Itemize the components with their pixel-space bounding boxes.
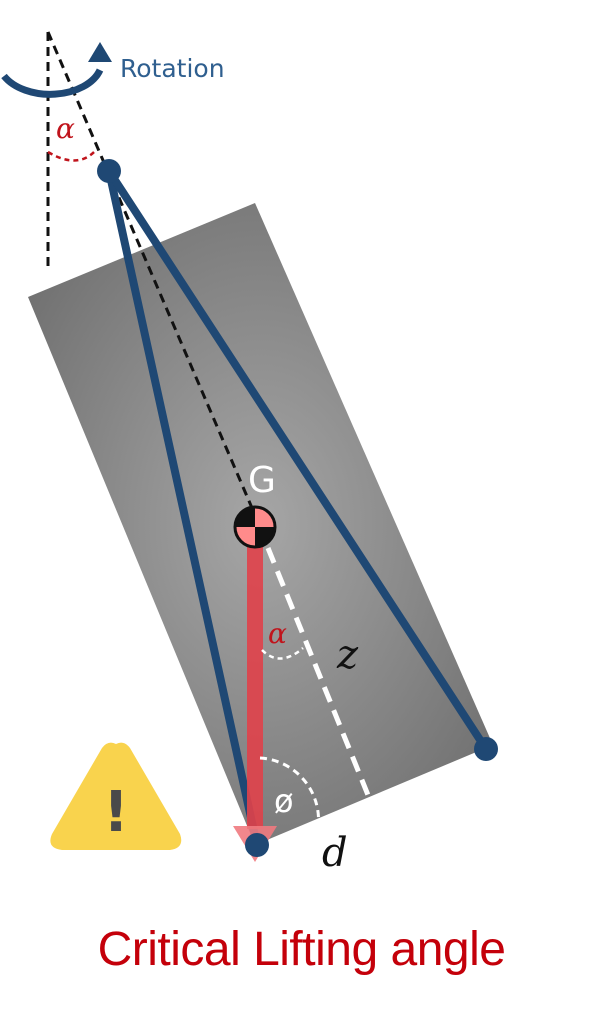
- alpha-top-arc: [47, 149, 97, 162]
- rotation-arrow-icon: [1, 42, 112, 98]
- z-label: z: [336, 632, 359, 678]
- alpha-lower-arc: [261, 647, 304, 660]
- diagram-caption: Critical Lifting angle: [97, 923, 506, 976]
- lifting-point-left: [245, 833, 269, 857]
- warning-icon: !: [50, 742, 182, 850]
- z-axis-line: [265, 547, 373, 801]
- center-of-gravity-icon: [233, 505, 277, 549]
- sling-left: [105, 167, 261, 849]
- hook-point: [97, 159, 121, 183]
- gravity-center-label: G: [248, 460, 276, 501]
- phi-arc: [259, 756, 321, 829]
- weight-arrow-shaft: [247, 545, 263, 829]
- alpha-lower-label: α: [268, 617, 287, 650]
- rotation-label: Rotation: [120, 54, 225, 83]
- warning-mark: !: [103, 780, 129, 845]
- lifting-point-right: [474, 737, 498, 761]
- d-label: d: [322, 830, 348, 876]
- phi-label: ø: [274, 782, 294, 820]
- tilt-axis-line: [46, 31, 257, 516]
- sling-right: [105, 167, 490, 753]
- alpha-top-label: α: [56, 112, 75, 145]
